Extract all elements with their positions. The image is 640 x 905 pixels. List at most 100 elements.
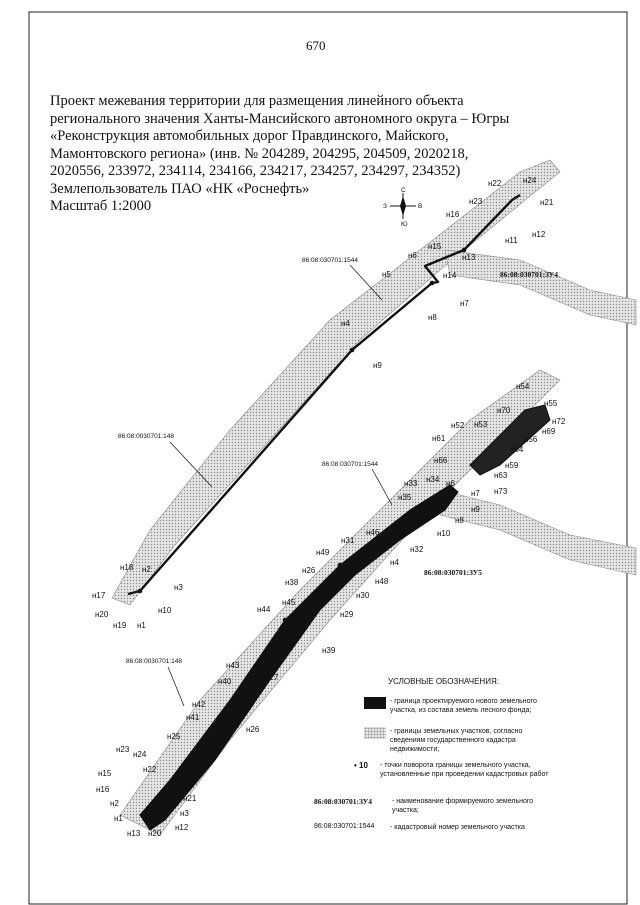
upper-parcel-boundary bbox=[127, 193, 521, 596]
point-label: н9 bbox=[373, 361, 382, 370]
point-label: н8 bbox=[428, 313, 437, 322]
point-label: н53 bbox=[474, 420, 488, 429]
cadastral-label: 86:08:030701:1544 bbox=[322, 461, 378, 468]
point-label: н23 bbox=[469, 197, 483, 206]
cadastral-label: 86:08:0030701:148 bbox=[126, 658, 182, 665]
legend-item: - границы земельных участков, согласно с… bbox=[308, 727, 558, 757]
point-label: н45 bbox=[282, 598, 296, 607]
title-line: «Реконструкция автомобильных дорог Правд… bbox=[50, 128, 449, 144]
point-label: н13 bbox=[462, 253, 476, 262]
point-label: н27 bbox=[265, 673, 279, 682]
point-label: н43 bbox=[226, 661, 240, 670]
legend-text: - точки поворота границы земельного учас… bbox=[380, 762, 549, 778]
point-label: н2 bbox=[142, 565, 151, 574]
point-label: н33 bbox=[404, 479, 418, 488]
point-label: н49 bbox=[316, 548, 330, 557]
point-label: н44 bbox=[257, 605, 271, 614]
point-label: н38 bbox=[285, 578, 299, 587]
point-label: н15 bbox=[428, 242, 442, 251]
point-label: н15 bbox=[98, 769, 112, 778]
point-label: н72 bbox=[552, 417, 566, 426]
point-label: н6 bbox=[408, 251, 417, 260]
parcel-name: 86:08:030701:ЗУ4 bbox=[500, 270, 558, 279]
point-label: н18 bbox=[120, 563, 134, 572]
point-label: н6 bbox=[446, 479, 455, 488]
point-label: н4 bbox=[390, 558, 399, 567]
point-label: н20 bbox=[95, 610, 109, 619]
compass-w: З bbox=[383, 203, 387, 210]
legend-item: 86:08:030701:ЗУ4 - наименование формируе… bbox=[308, 797, 558, 821]
title-line: Землепользователь ПАО «НК «Роснефть» bbox=[50, 180, 310, 197]
point-label: н42 bbox=[192, 700, 206, 709]
legend-text: - кадастровый номер земельного участка bbox=[390, 824, 525, 831]
point-label: н4 bbox=[341, 319, 350, 328]
cadastral-parcel-swatch bbox=[364, 727, 386, 739]
point-label: н52 bbox=[451, 421, 465, 430]
legend-item: • 10 - точки поворота границы земельного… bbox=[308, 761, 558, 791]
title-line: Проект межевания территории для размещен… bbox=[50, 93, 464, 109]
point-label: н2 bbox=[110, 799, 119, 808]
point-label: н10 bbox=[158, 606, 172, 615]
title-line: регионального значения Ханты-Мансийского… bbox=[50, 110, 510, 127]
point-label: н10 bbox=[437, 529, 451, 538]
point-label: н20 bbox=[148, 829, 162, 838]
point-label: н11 bbox=[505, 236, 518, 245]
point-label: н32 bbox=[410, 545, 424, 554]
legend-item: - граница проектируемого нового земельно… bbox=[308, 697, 558, 721]
turning-point-marker: • 10 bbox=[354, 761, 368, 770]
point-label: н26 bbox=[246, 725, 260, 734]
upper-road-branch bbox=[444, 249, 637, 326]
point-label: н30 bbox=[356, 591, 370, 600]
point-label: н66 bbox=[434, 456, 448, 465]
point-label: н34 bbox=[426, 475, 440, 484]
map-title: Проект межевания территории для размещен… bbox=[50, 93, 570, 216]
legend-text: - наименование формируемого земельного у… bbox=[392, 798, 534, 814]
point-label: н59 bbox=[505, 461, 519, 470]
point-label: н14 bbox=[443, 271, 457, 280]
point-label: н5 bbox=[382, 270, 391, 279]
point-label: н31 bbox=[341, 536, 355, 545]
lower-road-branch bbox=[439, 489, 637, 576]
compass-s: Ю bbox=[401, 221, 408, 228]
point-label: н69 bbox=[542, 427, 556, 436]
point-label: н29 bbox=[340, 610, 354, 619]
point-label: н56 bbox=[524, 435, 538, 444]
upper-point-labels: н22 н24 н23 н21 н16 н11 н12 н15 н13 н14 … bbox=[92, 176, 554, 630]
point-label: н9 bbox=[471, 505, 480, 514]
turning-point bbox=[429, 280, 435, 286]
point-label: н26 bbox=[302, 566, 316, 575]
turning-point bbox=[461, 247, 467, 253]
cadastral-code-sample: 86:08:030701:1544 bbox=[314, 823, 375, 830]
compass-n: С bbox=[401, 187, 406, 194]
point-label: н16 bbox=[96, 785, 110, 794]
point-label: н61 bbox=[432, 434, 446, 443]
point-label: н41 bbox=[186, 713, 200, 722]
title-line: Мамонтовского региона» (инв. № 204289, 2… bbox=[50, 145, 469, 162]
turning-point bbox=[137, 588, 143, 594]
turning-point bbox=[349, 347, 355, 353]
compass-rose-icon: С Ю З В bbox=[383, 187, 422, 228]
legend-text: - граница проектируемого нового земельно… bbox=[390, 698, 537, 714]
point-label: н25 bbox=[167, 732, 181, 741]
point-label: н13 bbox=[127, 829, 141, 838]
point-label: н55 bbox=[544, 399, 558, 408]
point-label: н8 bbox=[455, 516, 464, 525]
point-label: н24 bbox=[133, 750, 147, 759]
point-label: н40 bbox=[218, 677, 232, 686]
cadastral-label: 86:08:0030701:148 bbox=[118, 433, 174, 440]
lower-point-labels: н54 н55 н70 н72 н53 н69 н52 н56 н61 н64 … bbox=[96, 382, 566, 838]
compass-e: В bbox=[418, 203, 422, 210]
point-label: н7 bbox=[460, 299, 469, 308]
point-label: н17 bbox=[92, 591, 106, 600]
point-label: н21 bbox=[540, 198, 554, 207]
page-frame bbox=[28, 11, 628, 905]
point-label: н1 bbox=[137, 621, 146, 630]
point-label: н22 bbox=[488, 179, 502, 188]
legend-item: 86:08:030701:1544 - кадастровый номер зе… bbox=[308, 823, 558, 837]
point-label: н7 bbox=[471, 489, 480, 498]
point-label: н39 bbox=[322, 646, 336, 655]
parcel-name: 86:08:030701:ЗУ5 bbox=[424, 568, 482, 577]
turning-point bbox=[337, 562, 343, 568]
legend-title: УСЛОВНЫЕ ОБОЗНАЧЕНИЯ: bbox=[388, 677, 499, 686]
point-label: н12 bbox=[175, 823, 189, 832]
